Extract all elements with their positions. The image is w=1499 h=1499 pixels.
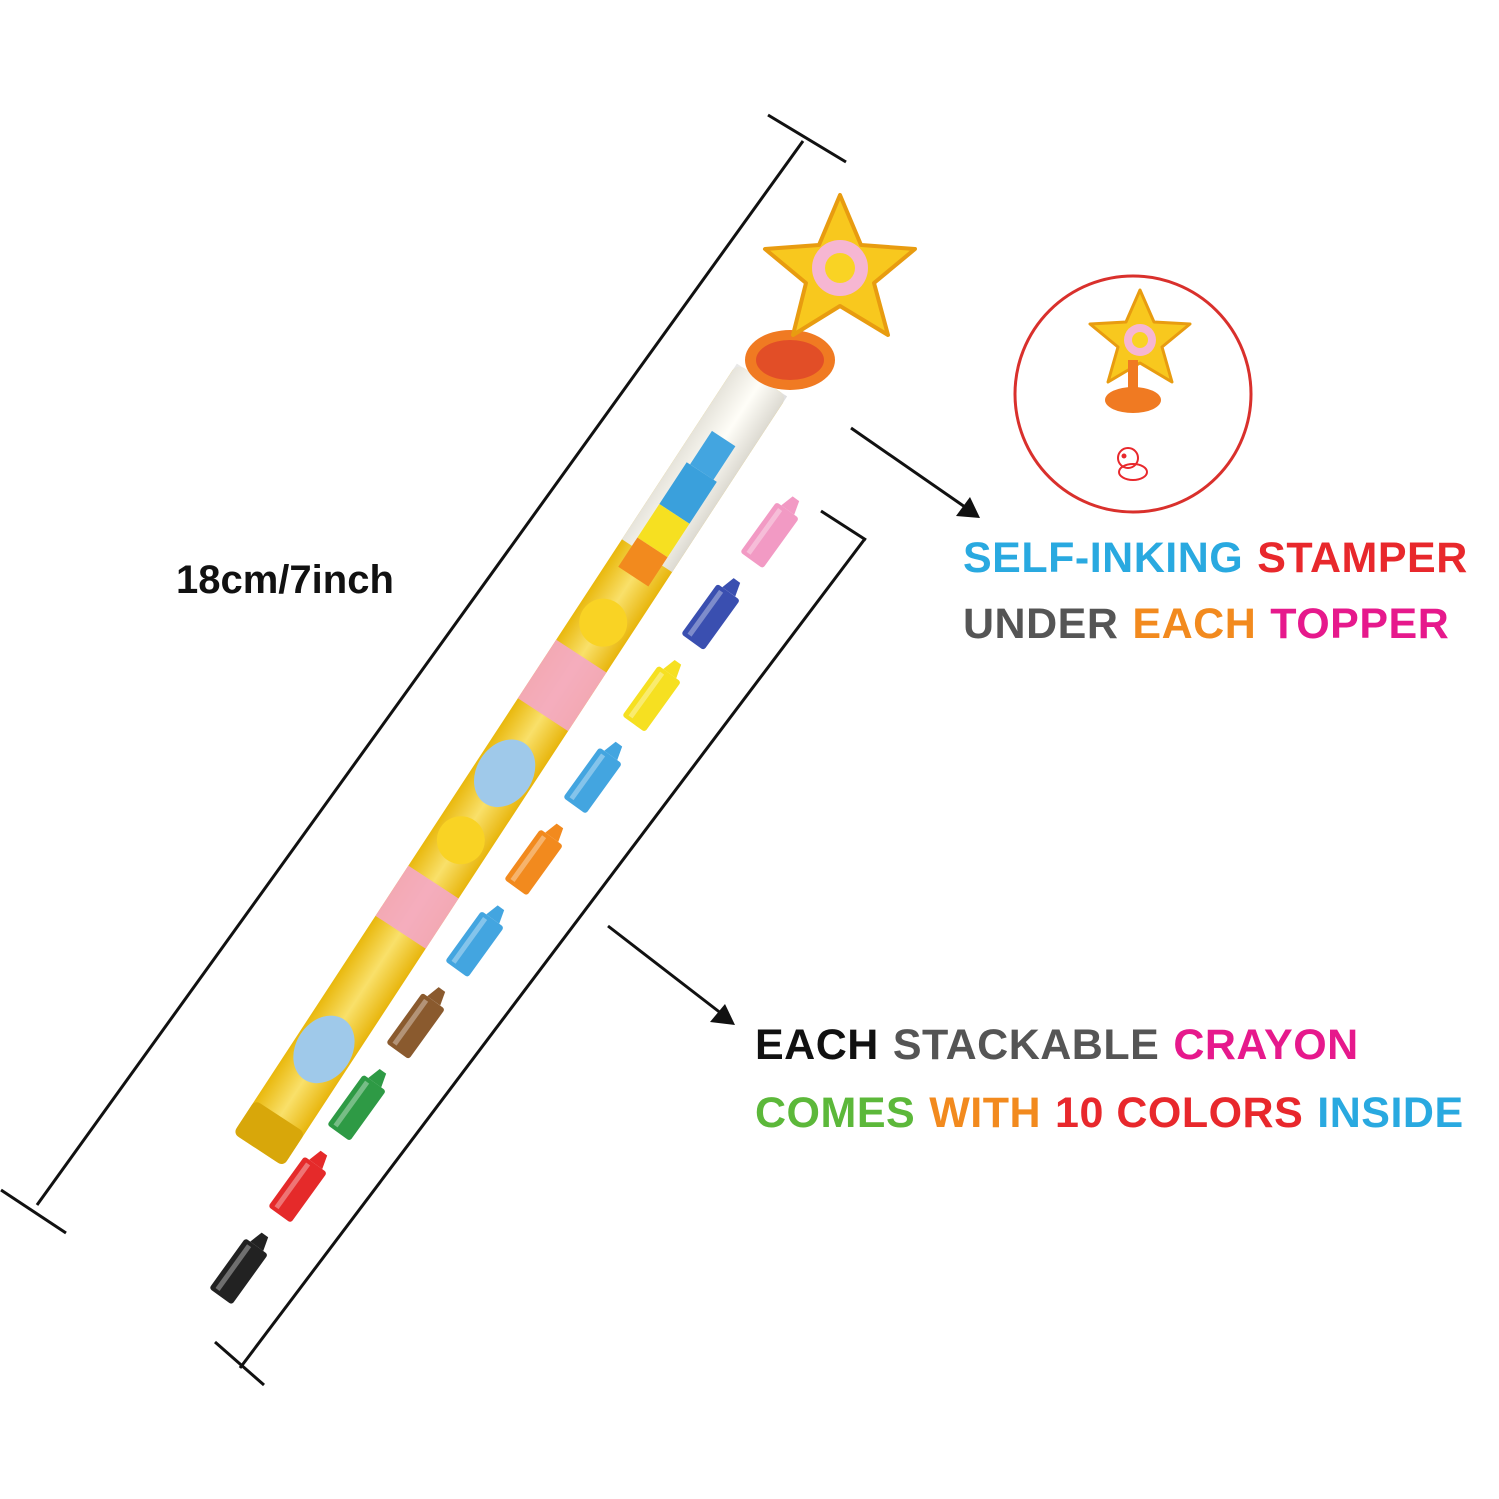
- crayon-segment: [741, 496, 800, 568]
- crayon-segment: [446, 905, 505, 977]
- stamper-caption-line2: UNDER EACH TOPPER: [963, 600, 1449, 649]
- crayon-segment: [387, 987, 446, 1059]
- crayon-segment: [210, 1232, 269, 1304]
- crayon-segment: [269, 1150, 328, 1222]
- caption-word: INSIDE: [1317, 1089, 1464, 1137]
- stamper-caption-line1: SELF-INKING STAMPER: [963, 534, 1468, 583]
- length-label: 18cm/7inch: [176, 558, 394, 602]
- caption-word: EACH: [755, 1021, 879, 1069]
- crayon-segment: [328, 1068, 387, 1140]
- caption-word: STAMPER: [1257, 534, 1468, 582]
- crayon-segment: [623, 659, 682, 731]
- pencil-barrel: [235, 363, 788, 1164]
- crayon-segment: [505, 823, 564, 895]
- stacking-crayon: [210, 496, 800, 1304]
- crayon-segment: [564, 741, 623, 813]
- caption-word: WITH: [929, 1089, 1042, 1137]
- crayon-dimension-line: [214, 509, 867, 1387]
- caption-word: STACKABLE: [892, 1021, 1160, 1069]
- caption-word: TOPPER: [1270, 600, 1450, 648]
- crayon-arrow: [607, 924, 735, 1025]
- chick-imprint-icon: [1117, 447, 1148, 481]
- caption-word: UNDER: [963, 600, 1119, 648]
- crayon-caption-line1: EACH STACKABLE CRAYON: [755, 1021, 1359, 1070]
- crayon-segment: [682, 578, 741, 650]
- caption-word: COMES: [755, 1089, 916, 1137]
- caption-word: SELF-INKING: [963, 534, 1244, 582]
- stamp-inset: [1013, 274, 1253, 514]
- crayon-caption-line2: COMES WITH 10 COLORS INSIDE: [755, 1089, 1464, 1138]
- stamper-arrow: [850, 426, 980, 518]
- caption-word: 10 COLORS: [1055, 1089, 1304, 1137]
- caption-word: EACH: [1132, 600, 1257, 648]
- star-stamp-icon: [745, 193, 917, 390]
- length-dimension-line: [0, 113, 847, 1235]
- caption-word: CRAYON: [1173, 1021, 1359, 1069]
